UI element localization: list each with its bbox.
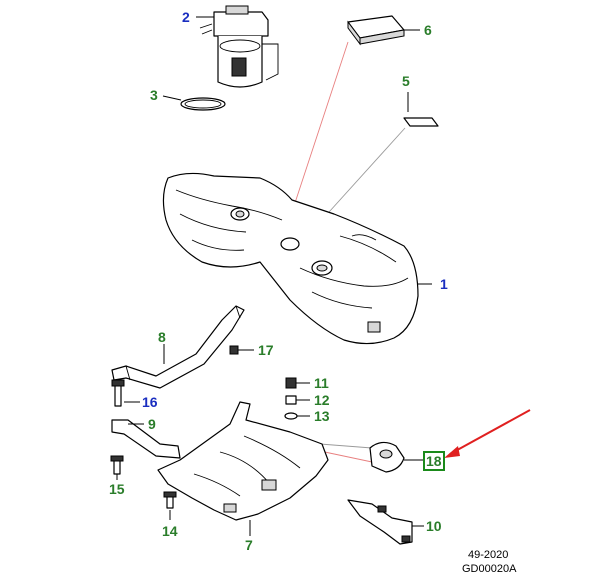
bolt-16	[111, 379, 140, 407]
callout-7: 7	[245, 537, 253, 553]
fastener-14	[163, 491, 177, 520]
red-arrow	[444, 409, 531, 458]
callout-18-highlight	[423, 451, 445, 471]
callout-14: 14	[162, 523, 178, 539]
callout-5: 5	[402, 73, 410, 89]
callout-13: 13	[314, 408, 330, 424]
bolt-17	[229, 345, 254, 355]
grommet-set	[284, 377, 310, 420]
callout-2: 2	[182, 9, 190, 25]
callout-18: 18	[426, 453, 442, 469]
mount-block	[369, 441, 424, 473]
bracket-10	[347, 499, 424, 545]
insulation-strip	[403, 92, 439, 127]
reference-code-line-2: GD00020A	[462, 563, 517, 575]
callout-17: 17	[258, 342, 274, 358]
callout-11: 11	[314, 375, 329, 391]
bracket-9	[111, 419, 181, 459]
callout-6: 6	[424, 22, 432, 38]
fuel-pump-module	[196, 5, 279, 88]
fuel-tank	[162, 172, 432, 345]
callout-1: 1	[440, 276, 448, 292]
seal-ring	[162, 95, 226, 111]
callout-3: 3	[150, 87, 158, 103]
callout-10: 10	[426, 518, 442, 534]
callout-12: 12	[314, 392, 330, 408]
callout-8: 8	[158, 329, 166, 345]
heat-shield	[157, 401, 329, 536]
reference-code-line-1: 49-2020	[468, 549, 508, 561]
callouts: 2 3 6 5 1 8 17 11 12 13 16 9 18 15 10 14…	[109, 9, 448, 553]
callout-9: 9	[148, 416, 156, 432]
tank-strap	[111, 305, 245, 389]
fastener-15	[110, 455, 124, 480]
callout-15: 15	[109, 481, 125, 497]
callout-16: 16	[142, 394, 158, 410]
cover-pad	[347, 15, 420, 46]
